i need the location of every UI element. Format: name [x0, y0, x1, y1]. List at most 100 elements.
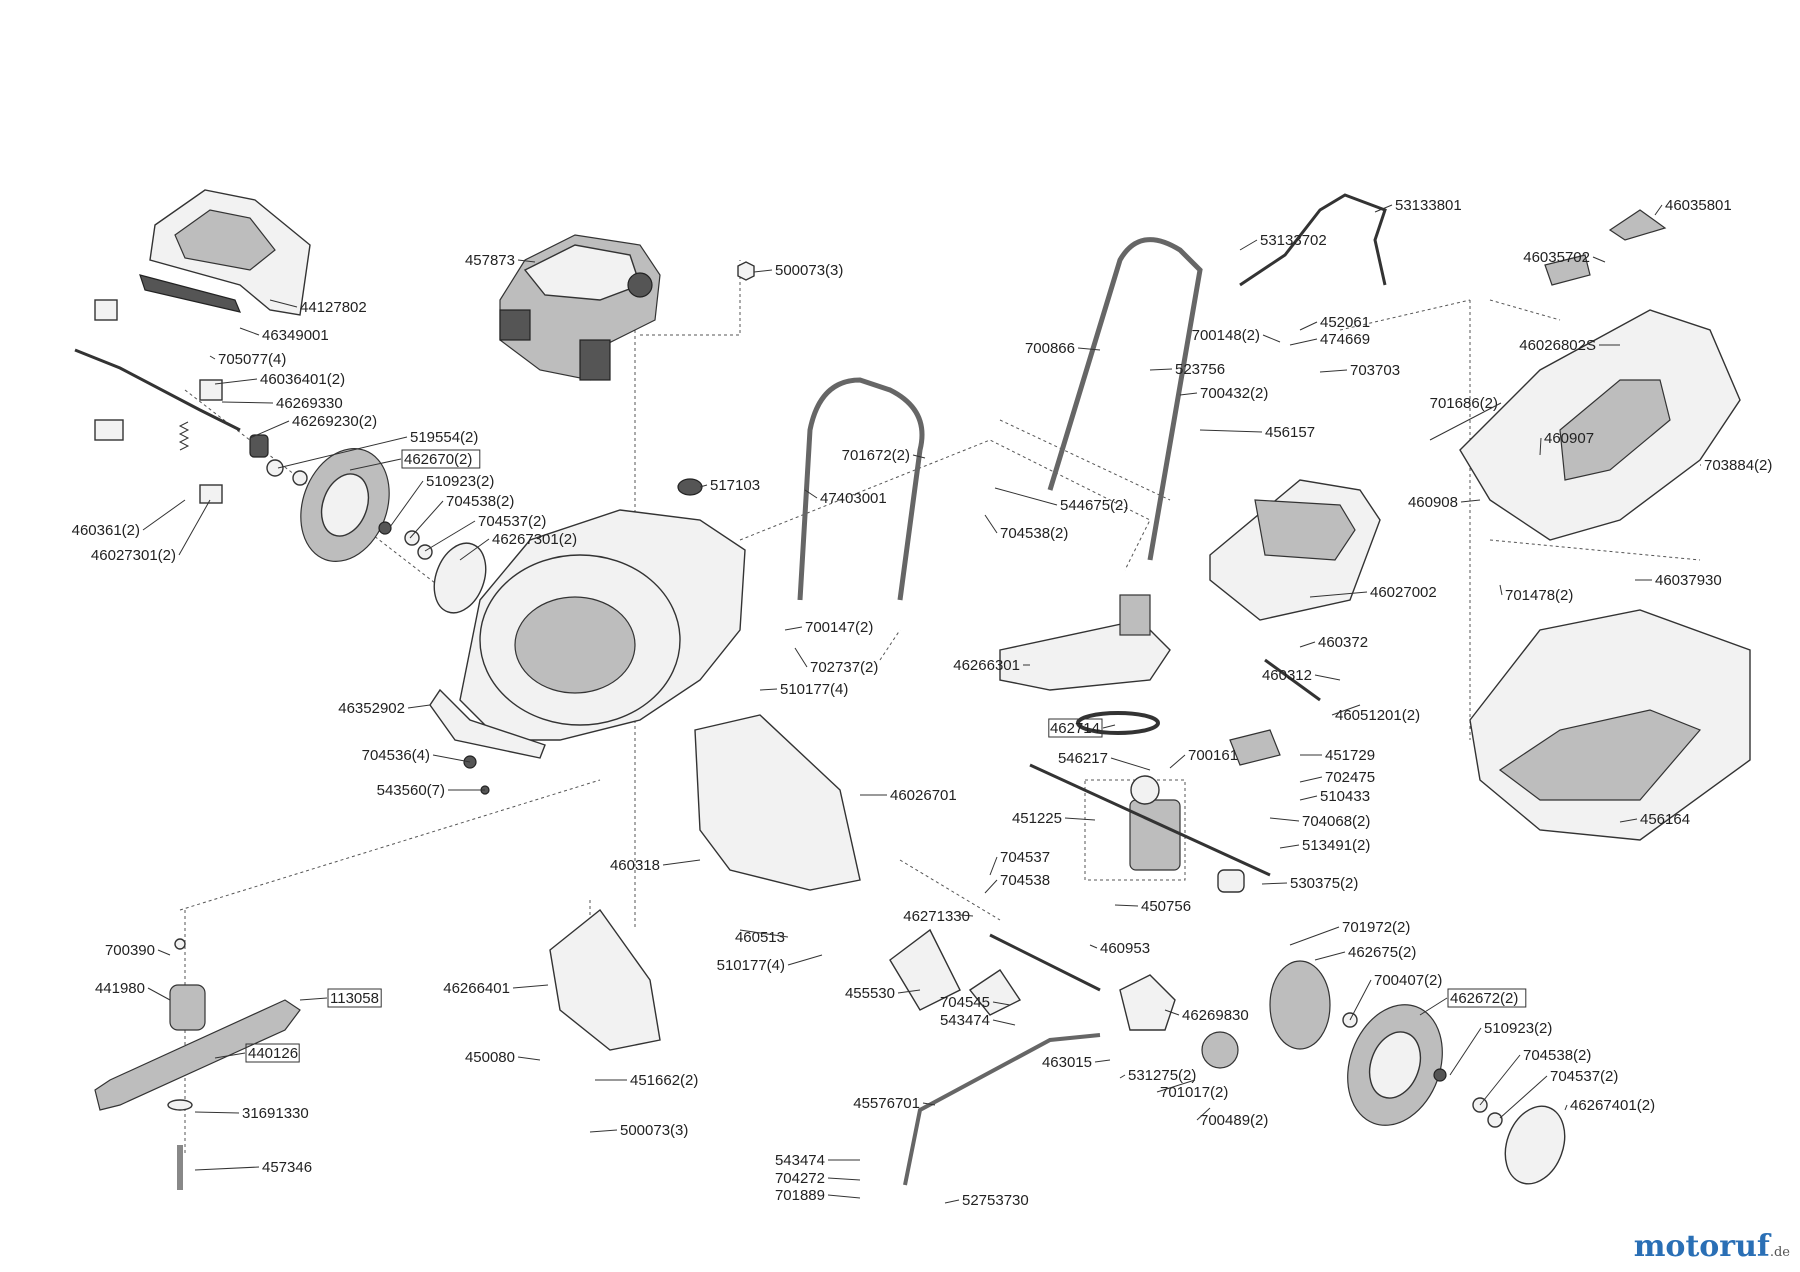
leader-line [1149, 368, 1173, 371]
part-number: 460907 [1544, 430, 1594, 447]
leader-line [517, 1056, 541, 1061]
part-number: 701686(2) [1430, 395, 1498, 412]
part-number: 456164 [1640, 811, 1690, 828]
part-number: 46267301(2) [492, 531, 577, 548]
leader-line [1114, 904, 1139, 907]
leader-line [209, 355, 216, 360]
part-number: 451662(2) [630, 1072, 698, 1089]
part-number: 46035702 [1523, 249, 1590, 266]
part-number: 700866 [1025, 340, 1075, 357]
leader-line [1094, 1059, 1111, 1063]
leader-line [1077, 347, 1101, 351]
leader-line [389, 480, 424, 528]
part-number: 31691330 [242, 1105, 309, 1122]
part-label: 500073(3) [753, 262, 843, 279]
part-number: 704545 [940, 994, 990, 1011]
leader-line [178, 499, 211, 556]
part-label: 460372 [1299, 634, 1368, 651]
part-label: 543560(7) [377, 782, 485, 799]
part-number: 510923(2) [1484, 1020, 1552, 1037]
part-label: 46037930 [1635, 572, 1722, 589]
part-number: 700161 [1188, 747, 1238, 764]
part-label: 517103 [699, 477, 760, 494]
leader-line [922, 1102, 936, 1106]
part-label: 523756 [1149, 361, 1225, 378]
part-label: 544675(2) [994, 487, 1128, 514]
part-label: 45576701 [853, 1095, 936, 1112]
part-number: 46266301 [953, 657, 1020, 674]
part-label: 513491(2) [1279, 837, 1370, 854]
label-box [1048, 718, 1103, 738]
label-box [401, 449, 481, 469]
part-label: 701017(2) [1156, 1079, 1228, 1101]
part-number: 705077(4) [218, 351, 286, 368]
part-label: 460312 [1262, 667, 1341, 684]
part-number: 704536(4) [362, 747, 430, 764]
part-number: 463015 [1042, 1054, 1092, 1071]
part-label: 46027301(2) [91, 499, 211, 564]
part-label: 531275(2) [1119, 1067, 1196, 1084]
leader-line [1179, 392, 1198, 396]
leader-line [221, 401, 274, 404]
part-label: 704538(2) [1479, 1047, 1591, 1106]
leader-line [1309, 591, 1368, 598]
leader-line [409, 500, 444, 539]
part-label: 474669 [1289, 331, 1370, 348]
part-label: 701889 [775, 1187, 861, 1204]
part-label: 519554(2) [277, 429, 478, 469]
leader-line [239, 327, 260, 336]
leader-line [194, 1111, 240, 1114]
part-number: 460361(2) [72, 522, 140, 539]
brand-name: motoruf [1633, 1229, 1770, 1264]
part-number: 452061 [1320, 314, 1370, 331]
part-number: 462672(2) [1450, 990, 1518, 1007]
leader-line [1110, 757, 1151, 771]
part-label: 456164 [1619, 811, 1690, 828]
part-number: 702737(2) [810, 659, 878, 676]
leader-line [1429, 402, 1502, 441]
part-number: 450756 [1141, 898, 1191, 915]
leader-line [759, 688, 778, 691]
part-number: 46269230(2) [292, 413, 377, 430]
leader-line [1119, 1074, 1126, 1079]
hubcap-inner-shape [1269, 960, 1331, 1050]
leader-line [1269, 817, 1300, 822]
leader-line [459, 538, 490, 561]
leader-line [142, 499, 186, 531]
part-label: 703884(2) [1700, 457, 1772, 474]
part-label: 700147(2) [784, 619, 873, 636]
part-number: 700147(2) [805, 619, 873, 636]
leader-line [753, 269, 773, 273]
part-label: 462670(2) [349, 449, 481, 471]
part-label: 455530 [845, 985, 921, 1002]
leader-line [1299, 795, 1318, 801]
part-number: 700148(2) [1192, 327, 1260, 344]
part-label: 46269330 [221, 395, 343, 412]
part-label: 452061 [1299, 314, 1370, 331]
part-number: 519554(2) [410, 429, 478, 446]
leader-line [1289, 926, 1340, 946]
part-number: 704538(2) [1523, 1047, 1591, 1064]
part-label: 46051201(2) [1331, 704, 1420, 724]
part-label: 510177(4) [759, 681, 848, 698]
part-number: 451729 [1325, 747, 1375, 764]
part-number: 46352902 [338, 700, 405, 717]
leader-line [424, 520, 476, 552]
leader-line [432, 754, 471, 763]
part-number: 460908 [1408, 494, 1458, 511]
leader-line [299, 997, 328, 1001]
part-label: 457346 [194, 1159, 312, 1176]
leader-line [1449, 1027, 1482, 1076]
part-label: 113058 [299, 988, 382, 1008]
leader-line [349, 458, 402, 471]
brand-logo: motoruf.de [1634, 1229, 1790, 1264]
part-label: 701686(2) [1429, 395, 1502, 441]
part-number: 46051201(2) [1335, 707, 1420, 724]
part-label: 463015 [1042, 1054, 1111, 1071]
part-number: 450080 [465, 1049, 515, 1066]
part-number: 510433 [1320, 788, 1370, 805]
part-label: 704538(2) [409, 493, 514, 539]
part-number: 704538(2) [446, 493, 514, 510]
leader-line [1619, 818, 1638, 823]
part-number: 700390 [105, 942, 155, 959]
